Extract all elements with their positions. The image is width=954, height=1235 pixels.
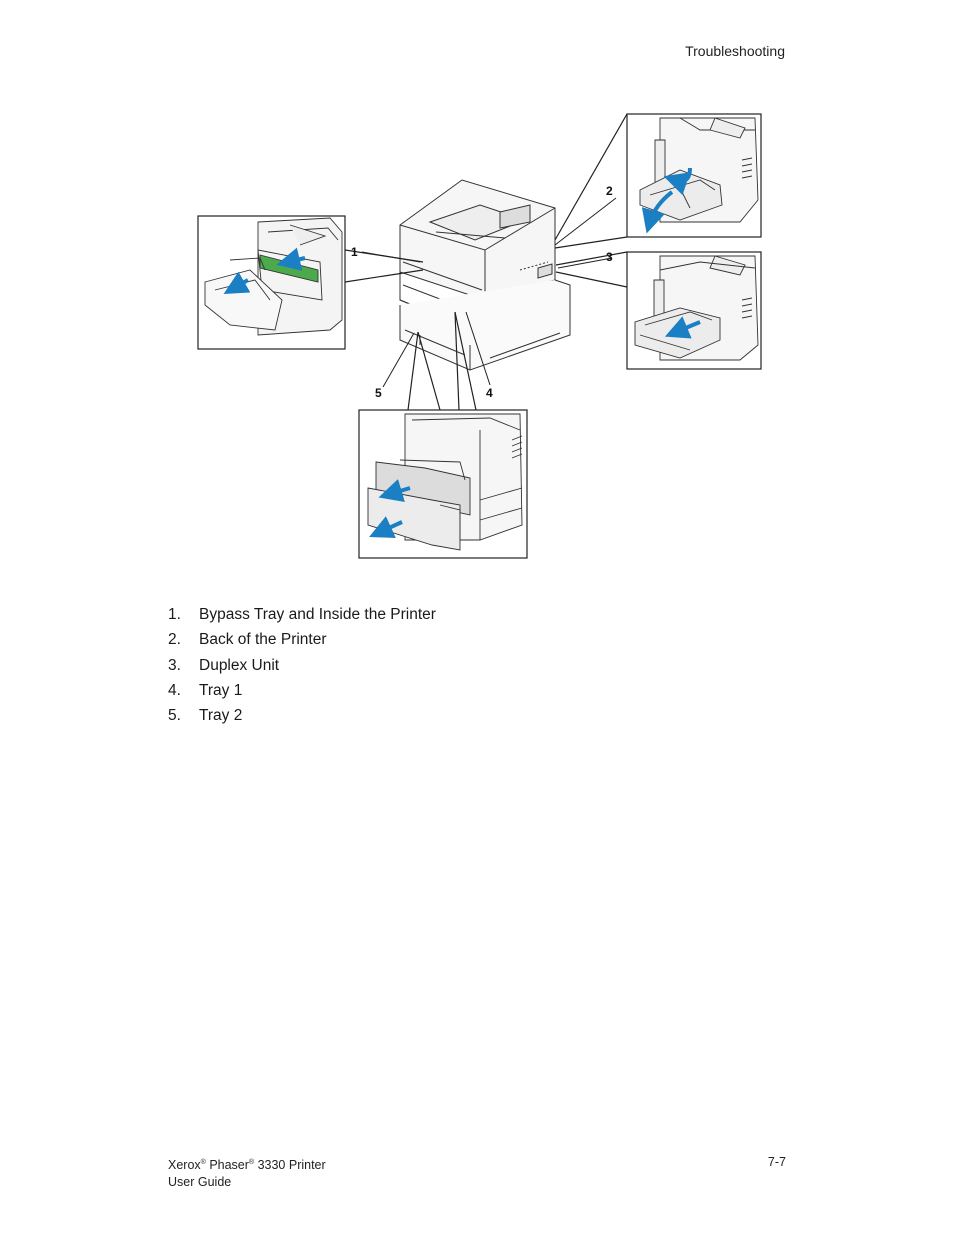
list-item: 4. Tray 1 bbox=[168, 680, 436, 705]
inset-paper-trays bbox=[358, 409, 528, 559]
list-item-label: Duplex Unit bbox=[199, 656, 280, 674]
list-item-label: Tray 1 bbox=[199, 681, 243, 699]
page-number: 7-7 bbox=[767, 1155, 786, 1169]
footer-model: 3330 Printer bbox=[257, 1158, 326, 1172]
list-item-label: Bypass Tray and Inside the Printer bbox=[199, 606, 436, 623]
inset-back-of-printer bbox=[626, 113, 762, 238]
footer-product: Phaser bbox=[209, 1158, 249, 1172]
list-item-number: 4. bbox=[168, 681, 181, 699]
list-item-number: 1. bbox=[168, 606, 181, 623]
list-item-number: 2. bbox=[168, 631, 181, 649]
registered-mark: ® bbox=[248, 1159, 255, 1166]
main-printer-illustration bbox=[399, 179, 571, 371]
footer-product-info: Xerox® Phaser® 3330 Printer User Guide bbox=[168, 1154, 326, 1191]
registered-mark: ® bbox=[200, 1159, 206, 1166]
printer-jam-locations-figure bbox=[197, 113, 762, 559]
connector-lines bbox=[344, 113, 628, 411]
list-item-number: 5. bbox=[168, 707, 181, 725]
callout-1: 1 bbox=[351, 245, 358, 259]
callout-4: 4 bbox=[486, 386, 493, 400]
inset-duplex-unit bbox=[626, 251, 762, 370]
list-item-label: Back of the Printer bbox=[199, 631, 327, 649]
list-item-label: Tray 2 bbox=[199, 707, 243, 725]
callout-5: 5 bbox=[375, 386, 382, 400]
inset-bypass-tray bbox=[197, 215, 346, 350]
list-item: 5. Tray 2 bbox=[168, 705, 436, 730]
jam-location-list: 1. Bypass Tray and Inside the Printer 2.… bbox=[168, 604, 436, 730]
list-item: 3. Duplex Unit bbox=[168, 655, 436, 680]
callout-3: 3 bbox=[606, 250, 613, 264]
callout-2: 2 bbox=[606, 184, 613, 198]
footer-brand: Xerox bbox=[168, 1158, 201, 1172]
footer-product-line: Xerox® Phaser® 3330 Printer bbox=[168, 1154, 326, 1174]
running-header: Troubleshooting bbox=[685, 43, 785, 59]
list-item: 2. Back of the Printer bbox=[168, 629, 436, 654]
list-item-number: 3. bbox=[168, 656, 181, 674]
footer-guide: User Guide bbox=[168, 1175, 232, 1189]
list-item: 1. Bypass Tray and Inside the Printer bbox=[168, 604, 436, 629]
